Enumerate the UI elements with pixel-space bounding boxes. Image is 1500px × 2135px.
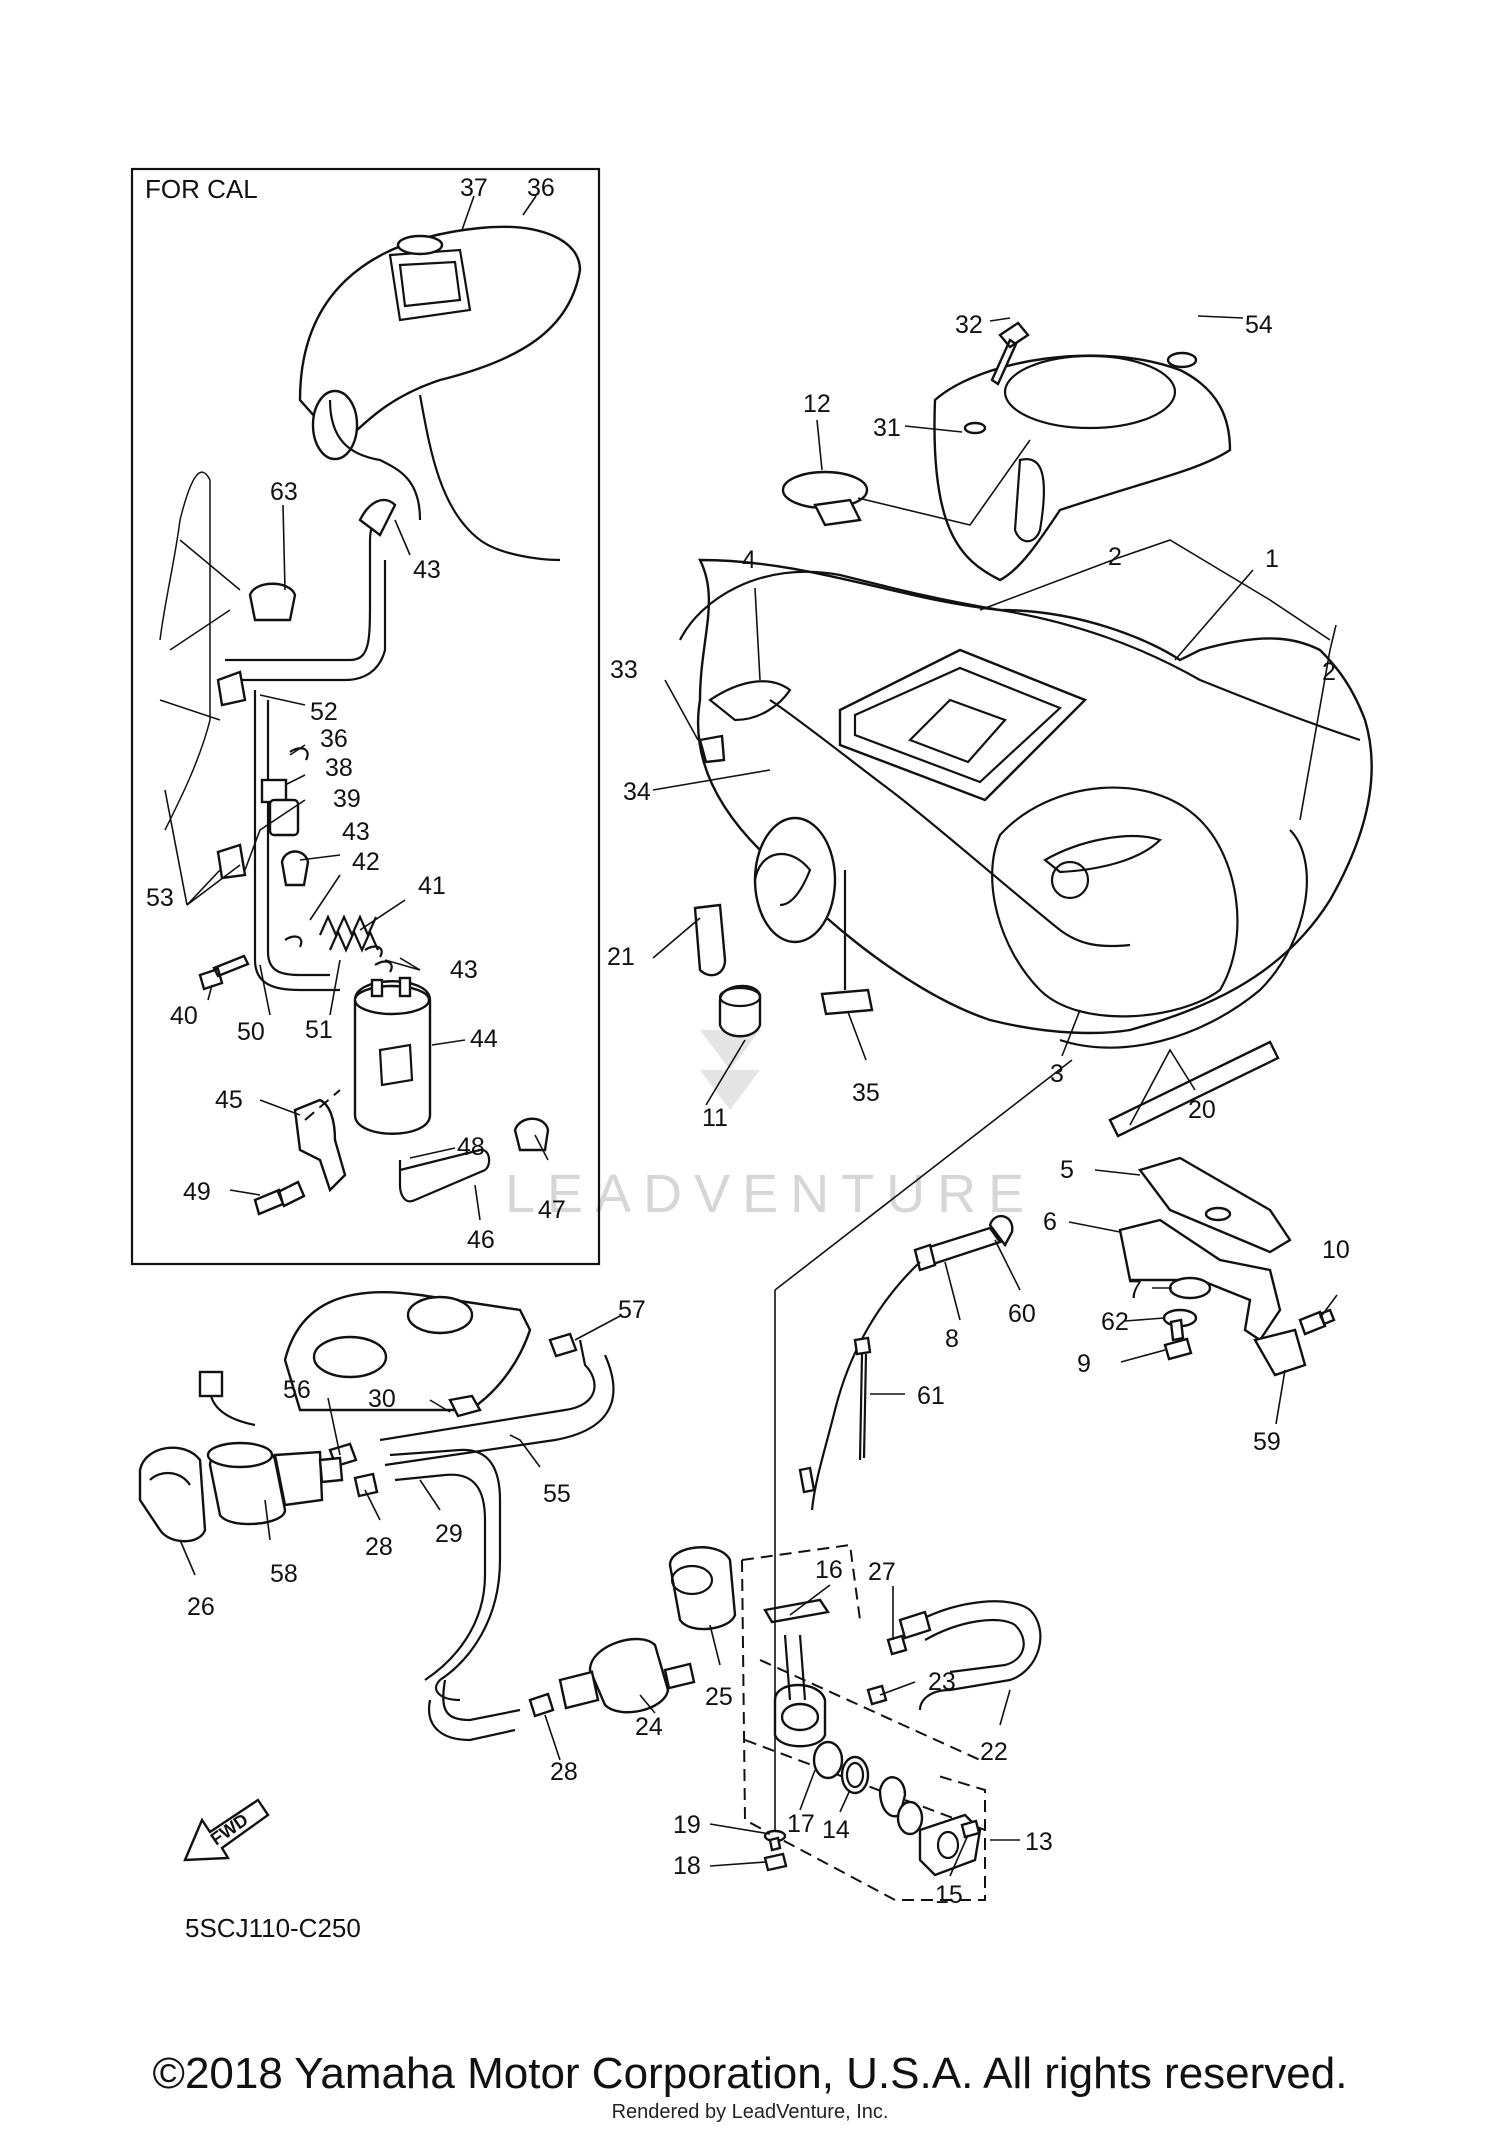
callout: 46 <box>467 1226 495 1254</box>
watermark: LEADVENTURE <box>505 1030 1036 1224</box>
callout: 3 <box>1050 1060 1064 1088</box>
callout: 15 <box>935 1881 963 1909</box>
callout: 16 <box>815 1556 843 1584</box>
callout: 43 <box>342 818 370 846</box>
callout: 22 <box>980 1738 1008 1766</box>
callout: 9 <box>1077 1350 1091 1378</box>
callout: 38 <box>325 754 353 782</box>
callout: 6 <box>1043 1208 1057 1236</box>
callout: 33 <box>610 656 638 684</box>
callout: 62 <box>1101 1308 1129 1336</box>
callout: 17 <box>787 1810 815 1838</box>
inset-title: FOR CAL <box>145 174 258 204</box>
callout: 11 <box>702 1104 728 1132</box>
callout: 51 <box>305 1016 333 1044</box>
cal-fuel-tank <box>298 225 582 562</box>
callout: 61 <box>917 1382 945 1410</box>
callout: 50 <box>237 1018 265 1046</box>
callout: 44 <box>470 1025 498 1053</box>
callout: 42 <box>352 848 380 876</box>
callout: 23 <box>928 1668 956 1696</box>
callout-labels: 37 36 32 54 12 31 63 43 2 1 4 33 2 52 36… <box>146 174 1350 1909</box>
callout: 54 <box>1245 311 1273 339</box>
callout: 30 <box>368 1385 396 1413</box>
callout: 25 <box>705 1683 733 1711</box>
callout: 63 <box>270 478 298 506</box>
callout: 34 <box>623 778 651 806</box>
choke-cable <box>798 1214 1014 1511</box>
callout: 55 <box>543 1480 571 1508</box>
callout: 36 <box>527 174 555 202</box>
callout: 52 <box>310 698 338 726</box>
fuel-tank-assembly <box>679 321 1373 1377</box>
callout: 20 <box>1188 1096 1216 1124</box>
callout: 47 <box>538 1196 566 1224</box>
callout: 10 <box>1322 1236 1350 1264</box>
callout: 53 <box>146 884 174 912</box>
callout: 57 <box>618 1296 646 1324</box>
callout: 32 <box>955 311 983 339</box>
callout: 24 <box>635 1713 663 1741</box>
copyright-notice: ©2018 Yamaha Motor Corporation, U.S.A. A… <box>152 2049 1348 2098</box>
cal-hose-46 <box>398 1117 550 1203</box>
callout: 59 <box>1253 1428 1281 1456</box>
callout: 49 <box>183 1178 211 1206</box>
cal-bracket <box>253 1089 347 1216</box>
callout: 41 <box>418 872 446 900</box>
diagram-code: 5SCJ110-C250 <box>185 1913 361 1943</box>
callout: 27 <box>868 1558 896 1586</box>
fwd-arrow: FWD <box>183 1798 270 1862</box>
callout: 5 <box>1060 1156 1074 1184</box>
callout: 14 <box>822 1816 850 1844</box>
fuel-cock-area <box>558 1543 1042 1901</box>
callout: 29 <box>435 1520 463 1548</box>
callout: 8 <box>945 1325 959 1353</box>
callout: 56 <box>283 1376 311 1404</box>
callout: 43 <box>450 956 478 984</box>
watermark-text: LEADVENTURE <box>505 1164 1036 1224</box>
callout: 45 <box>215 1086 243 1114</box>
callout: 58 <box>270 1560 298 1588</box>
callout: 35 <box>852 1079 880 1107</box>
cal-small-parts <box>198 582 393 991</box>
callout: 21 <box>607 943 635 971</box>
callout: 19 <box>673 1811 701 1839</box>
callout: 7 <box>1128 1276 1142 1304</box>
cal-charcoal-canister <box>353 976 432 1135</box>
cal-engine-outline <box>159 471 241 831</box>
callout: 31 <box>873 414 901 442</box>
callout: 18 <box>673 1852 701 1880</box>
fuel-pump-area <box>138 1291 615 1742</box>
callout: 60 <box>1008 1300 1036 1328</box>
callout: 26 <box>187 1593 215 1621</box>
callout: 48 <box>457 1133 485 1161</box>
callout: 39 <box>333 785 361 813</box>
callout: 28 <box>365 1533 393 1561</box>
callout: 1 <box>1265 545 1279 573</box>
callout: 36 <box>320 725 348 753</box>
cal-hoses <box>225 498 397 992</box>
rendered-by: Rendered by LeadVenture, Inc. <box>611 2101 889 2123</box>
for-cal-inset: FOR CAL <box>130 167 601 1266</box>
leader-lines <box>164 195 1338 1877</box>
callout: 28 <box>550 1758 578 1786</box>
callout: 13 <box>1025 1828 1053 1856</box>
callout: 37 <box>460 174 488 202</box>
callout: 40 <box>170 1002 198 1030</box>
callout: 2 <box>1322 658 1336 686</box>
callout: 4 <box>742 546 756 574</box>
callout: 43 <box>413 556 441 584</box>
inset-frame <box>130 167 601 1266</box>
callout: 2 <box>1108 543 1122 571</box>
callout: 12 <box>803 390 831 418</box>
